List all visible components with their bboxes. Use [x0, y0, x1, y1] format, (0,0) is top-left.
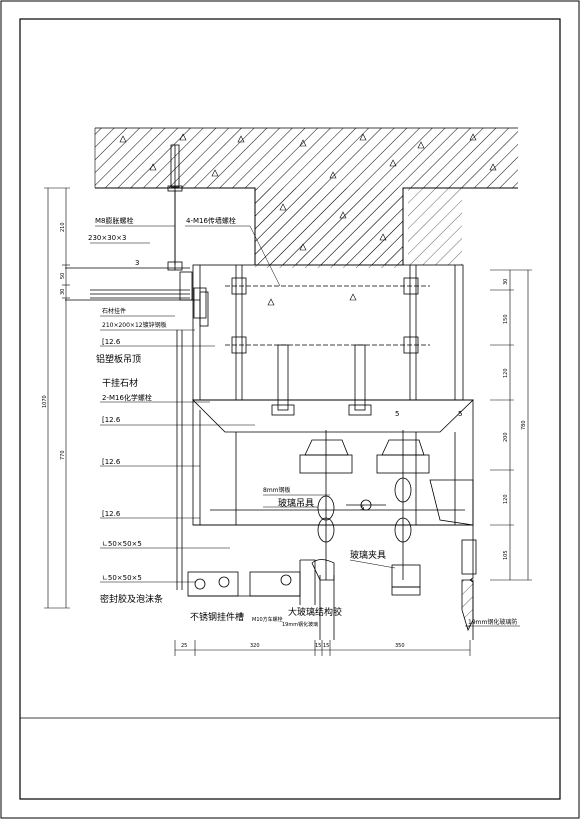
dim-right-total: 780 — [521, 420, 527, 430]
inner-border — [19, 18, 561, 800]
dim-right-2: 150 — [503, 314, 509, 324]
dim-right-5: 120 — [503, 494, 509, 504]
dim-right-6: 105 — [503, 550, 509, 560]
label-angle-50-2: ∟50×50×5 — [102, 574, 142, 582]
label-ss-steel-slot: 不锈钢挂件槽 — [190, 611, 244, 623]
label-c126-4: [12.6 — [102, 510, 121, 518]
dim-right-1: 30 — [503, 279, 509, 285]
dim-right-4: 200 — [503, 432, 509, 442]
mark-5b: 5 — [458, 410, 462, 418]
right-dimension-chain — [490, 269, 532, 581]
label-sealant: 密封胶及泡沫条 — [100, 593, 163, 605]
label-c126-1: [12.6 — [102, 338, 121, 346]
label-plate-200: 210×200×12镀锌钢板 — [102, 321, 167, 329]
number-marks: 3 5 5 5 — [135, 259, 462, 512]
label-angle-50-1: ∟50×50×5 — [102, 540, 142, 548]
dim-bottom-3: 15 — [315, 643, 321, 649]
label-steel-8mm: 8mm钢板 — [263, 486, 291, 494]
bottom-dimension-chain — [174, 640, 471, 656]
dim-left-1: 210 — [60, 222, 66, 232]
label-dry-hang-stone: 干挂石材 — [102, 377, 138, 389]
label-m16-through-bolt: 4-M16传墙螺栓 — [186, 216, 236, 225]
mark-5a: 5 — [395, 410, 399, 418]
label-glass-hanger: 玻璃吊具 — [278, 497, 314, 509]
label-c126-2: [12.6 — [102, 416, 121, 424]
label-m16-chemical: 2-M16化学螺栓 — [102, 393, 152, 402]
label-glass-glue: 大玻璃结构胶 — [288, 606, 342, 618]
left-ceiling-system — [65, 267, 316, 605]
label-aluminum-ceiling: 铝塑板吊顶 — [96, 353, 141, 365]
dim-right-3: 120 — [503, 368, 509, 378]
right-wall — [461, 525, 477, 640]
ceiling-anchor-bolt — [167, 144, 183, 271]
annotations: M8膨胀螺栓 4-M16传墙螺栓 230×30×3 石材挂件 210×200×1… — [88, 216, 517, 628]
glass-hanger-assembly — [299, 430, 430, 640]
leader-lines — [90, 225, 520, 627]
dim-bottom-1: 25 — [181, 643, 187, 649]
label-m8-bolt: M8膨胀螺栓 — [95, 216, 134, 225]
left-dimension-chain — [44, 187, 70, 609]
dim-left-4: 770 — [60, 450, 66, 460]
label-angle-30: 230×30×3 — [88, 234, 126, 242]
label-c126-3: [12.6 — [102, 458, 121, 466]
dim-left-3: 30 — [60, 289, 66, 295]
dim-left-2: 50 — [60, 273, 66, 279]
label-m10-bolt: M10方车螺栓 — [252, 616, 283, 623]
dim-left-total: 1070 — [42, 395, 48, 408]
label-tempered-19-b: 19mm钢化玻璃防 — [468, 618, 517, 626]
concrete-structure — [95, 127, 518, 350]
dim-bottom-4: 15 — [323, 643, 329, 649]
dim-bottom-2: 320 — [250, 643, 260, 649]
label-stone-hanger: 石材挂件 — [102, 307, 126, 315]
mark-5c: 5 — [360, 504, 364, 512]
dim-bottom-5: 350 — [395, 643, 405, 649]
label-glass-clamp: 玻璃夹具 — [350, 549, 386, 561]
mark-3: 3 — [135, 259, 139, 267]
label-tempered-19-a: 19mm钢化玻璃 — [282, 621, 318, 628]
